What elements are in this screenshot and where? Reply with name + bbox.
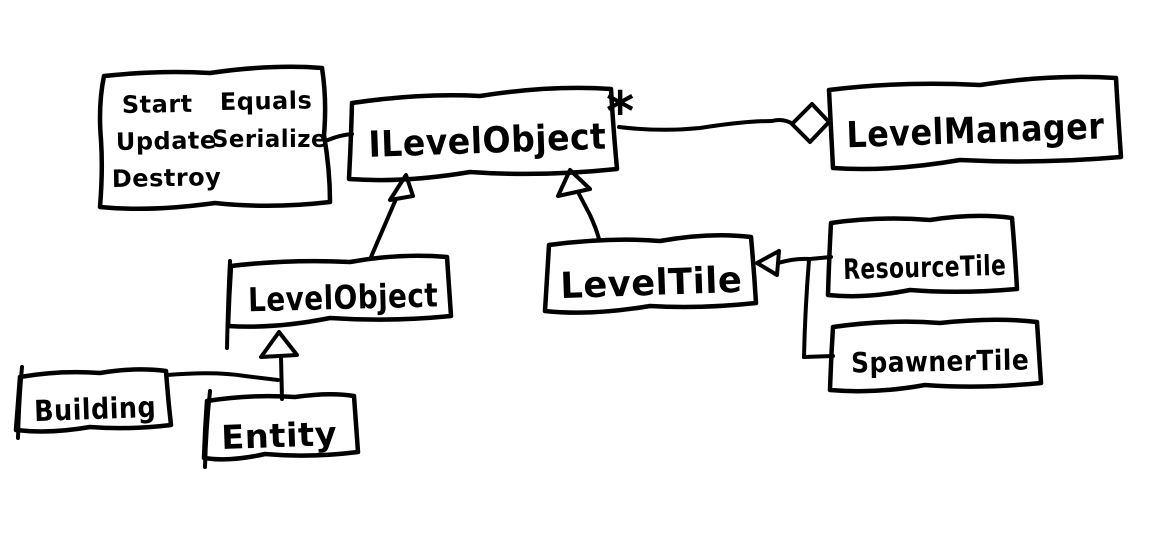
ilevelobject-box-outline <box>346 85 620 183</box>
spawnertile-box-outline <box>827 317 1044 394</box>
spawnertile-label: SpawnerTile <box>851 343 1030 379</box>
class-node-levelobject: LevelObject <box>225 253 454 350</box>
class-node-levelmanager: LevelManager <box>826 74 1124 172</box>
note-method-update: Update <box>116 126 217 156</box>
inheritance-line-leveltile <box>577 192 601 241</box>
note-method-start: Start <box>122 90 193 119</box>
building-left-edge-overshoot <box>16 365 24 440</box>
inheritance-line-spawnertile <box>802 354 835 359</box>
class-node-building: Building <box>13 365 174 440</box>
inheritance-line-entity <box>279 355 284 401</box>
note-box-interface-methods: Start Update Destroy Equals Serialize <box>97 64 333 212</box>
resourcetile-box-outline <box>825 213 1020 299</box>
class-node-leveltile: LevelTile <box>542 232 759 315</box>
inheritance-arrowhead-leveltile-right <box>755 249 781 277</box>
aggregation-diamond-icon <box>790 102 831 144</box>
inheritance-arrowhead-levelobject-bottom <box>259 330 299 359</box>
aggregation-line <box>617 118 795 132</box>
levelmanager-label: LevelManager <box>846 106 1105 156</box>
note-method-destroy: Destroy <box>112 163 222 193</box>
inheritance-trunk-tiles <box>802 258 811 359</box>
inheritance-line-levelobject <box>369 197 398 259</box>
class-node-ilevelobject: ILevelObject <box>346 85 620 183</box>
note-method-equals: Equals <box>220 86 313 116</box>
class-node-resourcetile: ResourceTile <box>825 213 1020 299</box>
leveltile-label: LevelTile <box>560 260 743 307</box>
class-node-entity: Entity <box>201 389 361 469</box>
levelobject-left-edge-overshoot <box>225 259 232 350</box>
entity-left-edge-overshoot <box>203 389 212 469</box>
note-box-outline <box>97 64 333 212</box>
note-method-serialize: Serialize <box>212 125 327 153</box>
inheritance-line-resourcetile <box>776 255 833 265</box>
entity-label: Entity <box>221 414 338 457</box>
building-label: Building <box>34 390 157 428</box>
resourcetile-label: ResourceTile <box>843 249 1007 286</box>
inheritance-line-building <box>165 371 280 382</box>
levelobject-label: LevelObject <box>248 275 439 319</box>
building-box-outline <box>13 367 174 434</box>
leveltile-box-outline <box>542 232 759 315</box>
class-node-spawnertile: SpawnerTile <box>827 317 1044 394</box>
note-attachment-line <box>326 132 354 142</box>
inheritance-arrowhead-leveltile <box>556 168 592 198</box>
ilevelobject-label: ILevelObject <box>368 117 607 166</box>
levelmanager-box-outline <box>826 74 1124 172</box>
levelobject-box-outline <box>225 253 454 329</box>
